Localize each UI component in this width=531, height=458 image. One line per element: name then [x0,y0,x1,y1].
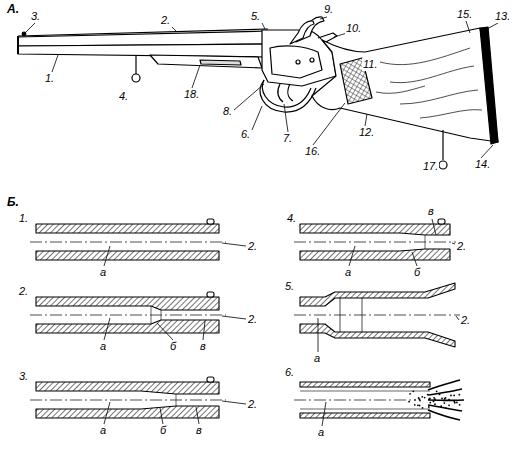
shot-dot [427,394,429,396]
shot-dot [458,394,460,396]
shot-dot [414,404,416,406]
shot-dot [450,395,452,397]
shot-dot [408,401,410,403]
section-number: 6. [284,366,295,379]
shot-dot [417,404,419,406]
callout-number: 2. [456,240,467,253]
section-number: 1. [18,212,29,225]
callout-number: 9. [323,3,334,16]
shot-dot [418,397,420,399]
shot-dot [414,399,416,401]
shot-dot [422,407,424,409]
section-number: 4. [286,212,297,225]
shot-dot [429,402,431,404]
shot-dot [453,395,455,397]
barrel-sections [30,219,464,426]
callout-number: 2. [160,14,171,27]
shot-dot [448,404,450,406]
shot-dot [448,399,450,401]
shot-dot [419,400,421,402]
part-letter: а [99,340,107,353]
section-number: 5. [284,280,295,293]
shot-dot [429,398,431,400]
callout-number: 17. [422,160,439,173]
shot-dot [443,400,445,402]
callout-number: 2. [460,314,471,327]
callout-number: 2. [247,398,258,411]
section-number: 3. [18,370,29,383]
callout-number: 2. [247,240,258,253]
part-letter: в [195,424,203,437]
shot-dot [428,406,430,408]
shot-dot [459,404,461,406]
shot-dot [453,401,455,403]
callout-number: 8. [222,105,233,118]
part-letter: а [317,426,325,439]
callout-number: 13. [494,10,511,23]
part-letter: а [313,352,321,365]
callout-number: 1. [44,72,55,85]
callout-number: 5. [250,10,261,23]
panel-letter: А. [6,3,20,16]
section-number: 2. [18,285,29,298]
shot-dot [445,407,447,409]
shot-dot [419,405,421,407]
callout-number: 11. [362,58,378,71]
gun-drawing [18,17,498,169]
shot-dot [444,398,446,400]
shot-dot [445,397,447,399]
callout-number: 14. [474,158,491,171]
callout-number: 16. [304,145,321,158]
leader-lines [25,17,498,158]
panel-letter: Б. [6,196,20,209]
shot-dot [412,390,414,392]
shot-dot [433,400,435,402]
shot-dot [428,398,430,400]
shot-dot [439,394,441,396]
part-letter: а [344,266,352,279]
part-letter: в [199,340,207,353]
shot-dot [436,390,438,392]
shot-dot [443,402,445,404]
callout-number: 12. [358,126,375,139]
callout-number: 10. [345,22,362,35]
callout-number: 18. [183,88,200,101]
part-letter: а [99,266,107,279]
part-letter: а [99,424,107,437]
callout-number: 3. [30,10,41,23]
shot-dot [440,405,442,407]
part-letter: в [427,205,435,218]
part-letter: б [413,266,421,279]
shot-dot [409,393,411,395]
part-letter: б [159,424,167,437]
shot-dot [456,401,458,403]
shot-dot [441,398,443,400]
callout-number: 2. [247,313,258,326]
shot-dot [434,403,436,405]
callout-number: 6. [240,128,251,141]
shot-dot [421,396,423,398]
part-letter: б [169,340,177,353]
shot-dot [434,398,436,400]
callout-number: 7. [282,132,293,145]
callout-number: 15. [456,8,473,21]
shot-dot [424,397,426,399]
callout-number: 4. [118,90,129,103]
